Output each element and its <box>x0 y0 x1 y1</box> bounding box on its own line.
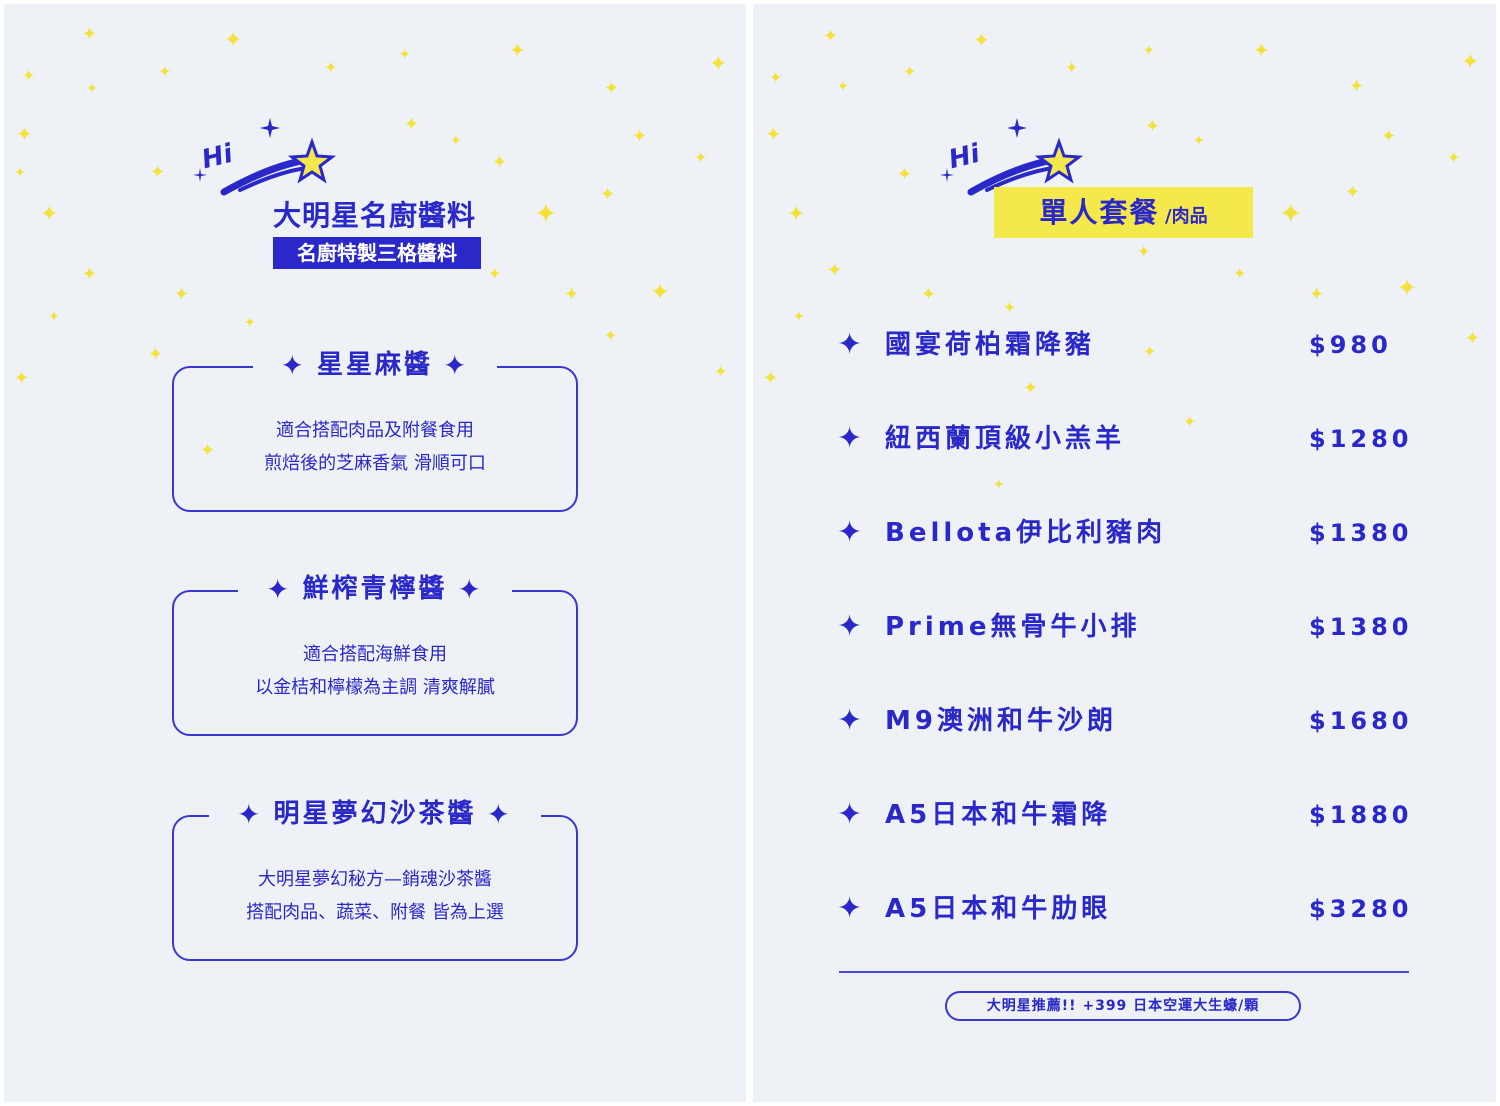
four-point-star-icon: ✦ <box>837 421 863 456</box>
four-point-star-icon: ✦ <box>486 798 513 831</box>
menu-item-name: A5日本和牛肋眼 <box>885 894 1112 924</box>
four-point-star-icon: ✦ <box>837 327 863 362</box>
sauce-desc-line: 大明星夢幻秘方—銷魂沙茶醬 <box>258 869 492 890</box>
subtitle-badge: 名廚特製三格醬料 <box>273 237 481 269</box>
menu-item-price: $1380 <box>1309 519 1413 547</box>
four-point-star-icon: ✦ <box>237 798 264 831</box>
menu-item-name: M9澳洲和牛沙朗 <box>885 706 1117 736</box>
menu-item-price: $1380 <box>1309 613 1413 641</box>
menu-item: ✦ Bellota伊比利豬肉 $1380 <box>837 513 1409 553</box>
menu-item-name: A5日本和牛霜降 <box>885 800 1112 830</box>
four-point-star-icon: ✦ <box>837 891 863 926</box>
recommendation-pill: 大明星推薦!! +399 日本空運大生蠔/顆 <box>945 991 1301 1021</box>
sauce-card: ✦ 明星夢幻沙茶醬 ✦ 大明星夢幻秘方—銷魂沙茶醬 搭配肉品、蔬菜、附餐 皆為上選 <box>172 793 578 961</box>
shooting-star-logo: Hi <box>188 112 338 202</box>
sauce-desc-line: 煎焙後的芝麻香氣 滑順可口 <box>264 453 486 474</box>
meat-menu-panel: ✦ ✦ ✦ ✦ ✦ ✦ ✦ ✦ ✦ ✦ ✦ ✦ ✦ ✦ ✦ ✦ ✦ ✦ ✦ ✦ … <box>753 4 1496 1102</box>
four-point-star-icon: ✦ <box>443 349 470 382</box>
menu-item-price: $1880 <box>1309 801 1413 829</box>
divider <box>839 971 1409 973</box>
four-point-star-icon: ✦ <box>280 349 307 382</box>
sauce-desc-line: 適合搭配海鮮食用 <box>303 644 447 665</box>
sauce-name: 鮮榨青檸醬 <box>302 574 448 604</box>
menu-item: ✦ M9澳洲和牛沙朗 $1680 <box>837 701 1409 741</box>
sauce-card: ✦ 星星麻醬 ✦ 適合搭配肉品及附餐食用 煎焙後的芝麻香氣 滑順可口 <box>172 344 578 512</box>
menu-item-name: 紐西蘭頂級小羔羊 <box>885 424 1126 454</box>
star-background: ✦ ✦ ✦ ✦ ✦ ✦ ✦ ✦ ✦ ✦ ✦ ✦ ✦ ✦ ✦ ✦ ✦ ✦ ✦ ✦ … <box>763 26 1481 493</box>
menu-item: ✦ 國宴荷柏霜降豬 $980 <box>837 325 1407 365</box>
menu-item-price: $980 <box>1309 331 1392 359</box>
four-point-star-icon: ✦ <box>457 573 484 606</box>
sauce-menu-panel: ✦ ✦ ✦ ✦ ✦ ✦ ✦ ✦ ✦ ✦ ✦ ✦ ✦ ✦ ✦ ✦ ✦ ✦ ✦ ✦ … <box>4 4 746 1102</box>
page-title-badge: 單人套餐 /肉品 <box>994 187 1253 238</box>
sauce-desc-line: 搭配肉品、蔬菜、附餐 皆為上選 <box>246 902 504 923</box>
menu-item: ✦ 紐西蘭頂級小羔羊 $1280 <box>837 419 1409 459</box>
menu-item: ✦ Prime無骨牛小排 $1380 <box>837 607 1409 647</box>
sauce-card: ✦ 鮮榨青檸醬 ✦ 適合搭配海鮮食用 以金桔和檸檬為主調 清爽解膩 <box>172 568 578 736</box>
four-point-star-icon: ✦ <box>266 573 293 606</box>
menu-item: ✦ A5日本和牛霜降 $1880 <box>837 795 1409 835</box>
sauce-name: 明星夢幻沙茶醬 <box>273 799 477 829</box>
shooting-star-icon <box>193 118 337 196</box>
four-point-star-icon: ✦ <box>837 515 863 550</box>
menu-item-price: $1280 <box>1309 425 1413 453</box>
page-title: 大明星名廚醬料 <box>273 199 477 232</box>
sauce-name: 星星麻醬 <box>316 350 433 380</box>
sauce-desc-line: 以金桔和檸檬為主調 清爽解膩 <box>255 677 495 698</box>
four-point-star-icon: ✦ <box>837 609 863 644</box>
menu-item: ✦ A5日本和牛肋眼 $3280 <box>837 889 1409 929</box>
menu-item-price: $3280 <box>1309 895 1413 923</box>
page-title-suffix: /肉品 <box>1165 206 1208 227</box>
menu-item-name: Bellota伊比利豬肉 <box>885 518 1167 548</box>
four-point-star-icon: ✦ <box>837 703 863 738</box>
shooting-star-icon <box>940 118 1084 196</box>
menu-item-name: Prime無骨牛小排 <box>885 612 1141 642</box>
shooting-star-logo: Hi <box>935 112 1085 202</box>
menu-item-name: 國宴荷柏霜降豬 <box>885 330 1096 360</box>
page-title: 單人套餐 <box>1039 196 1160 229</box>
sauce-desc-line: 適合搭配肉品及附餐食用 <box>276 420 474 441</box>
four-point-star-icon: ✦ <box>837 797 863 832</box>
menu-item-price: $1680 <box>1309 707 1413 735</box>
